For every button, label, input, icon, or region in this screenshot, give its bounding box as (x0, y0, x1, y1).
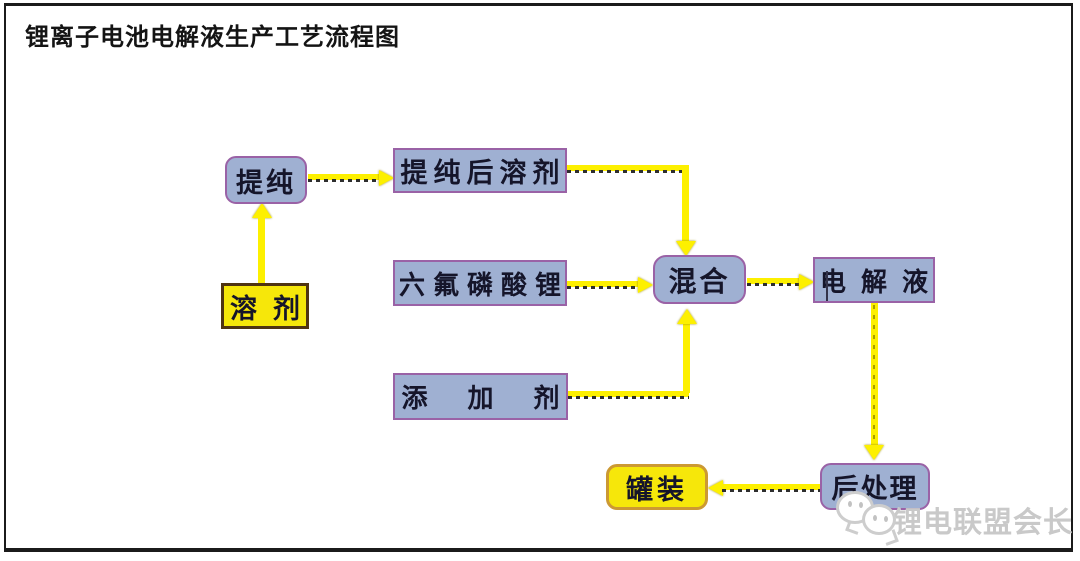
bubble-eye (873, 515, 877, 521)
node-label: 电解液 (819, 266, 943, 297)
arrow-shaft (871, 303, 878, 447)
arrow-shaft (567, 165, 686, 173)
arrowhead-left-icon (708, 480, 723, 496)
arrow-shaft (308, 174, 380, 182)
node-canning: 罐装 (606, 464, 708, 510)
arrowhead-right-icon (799, 274, 814, 290)
arrow-shaft (567, 281, 639, 289)
arrowhead-down-icon (676, 241, 696, 256)
node-label: 混合 (668, 265, 731, 297)
node-mixing: 混合 (653, 255, 746, 304)
wechat-icon (836, 489, 906, 551)
watermark-text: 锂电联盟会长 (893, 507, 1074, 539)
node-electrolyte: 电解液 (813, 257, 935, 303)
node-label: 提纯 (236, 167, 296, 198)
node-additive: 添加剂 (393, 373, 568, 420)
arrowhead-right-icon (379, 170, 394, 186)
arrow-shaft (747, 278, 802, 286)
node-label: 六氟磷酸锂 (398, 269, 569, 300)
arrowhead-up-icon (252, 203, 272, 218)
arrowhead-right-icon (638, 277, 653, 293)
arrowhead-up-icon (677, 309, 697, 324)
diagram-title: 锂离子电池电解液生产工艺流程图 (25, 24, 400, 51)
chat-bubble-small (862, 504, 896, 535)
bubble-eye (884, 516, 888, 522)
bubble-eye (859, 502, 863, 508)
node-purification: 提纯 (225, 156, 307, 204)
node-purified-solvent: 提纯后溶剂 (393, 148, 567, 193)
node-label: 罐装 (626, 474, 688, 505)
bubble-eye (848, 501, 852, 507)
node-label: 提纯后溶剂 (400, 158, 566, 188)
arrow-shaft (682, 165, 689, 241)
stray-vertical-line (826, 271, 828, 301)
node-label: 添加剂 (401, 383, 600, 413)
node-label: 溶剂 (230, 293, 316, 324)
arrow-shaft (258, 216, 265, 283)
arrow-shaft (722, 484, 820, 492)
node-solvent: 溶剂 (221, 283, 309, 329)
node-lithium-hexafluorophosphate: 六氟磷酸锂 (393, 260, 567, 306)
arrowhead-down-icon (864, 445, 884, 460)
arrow-shaft (568, 391, 689, 399)
arrow-shaft (683, 323, 690, 393)
